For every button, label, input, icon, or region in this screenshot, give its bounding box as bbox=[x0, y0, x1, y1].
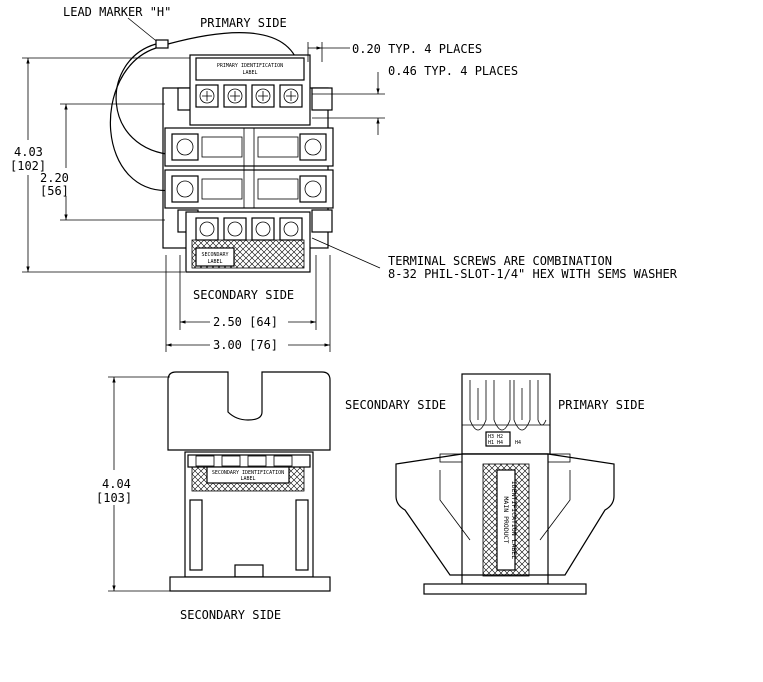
side-small-tag bbox=[485, 431, 511, 447]
right-ear-top bbox=[311, 87, 333, 111]
side-tab-left bbox=[439, 453, 463, 463]
front-secondary-side-label: SECONDARY SIDE bbox=[180, 608, 281, 622]
top-view: LEAD MARKER "H" PRIMARY SIDE PRIMARY IDE… bbox=[10, 5, 678, 352]
primary-id-label-text-2: LABEL bbox=[242, 70, 257, 76]
lead-marker-label: LEAD MARKER "H" bbox=[63, 5, 171, 19]
primary-screws bbox=[195, 84, 303, 108]
side-label-box bbox=[496, 469, 516, 571]
svg-text:3.00 [76]: 3.00 [76] bbox=[213, 338, 278, 352]
secondary-label-box bbox=[195, 247, 235, 267]
front-center-tab bbox=[234, 564, 264, 578]
dim-020: 0.20 TYP. 4 PLACES bbox=[307, 42, 482, 62]
svg-text:[56]: [56] bbox=[40, 184, 69, 198]
front-base bbox=[169, 576, 331, 592]
fuse-clips bbox=[171, 127, 327, 209]
secondary-label-text-2: LABEL bbox=[207, 259, 222, 265]
front-cover bbox=[167, 371, 331, 451]
front-label-text: SECONDARY IDENTIFICATION bbox=[212, 470, 284, 476]
dim-404: 4.04 [103] bbox=[96, 376, 170, 592]
dim-250: 2.50 [64] bbox=[179, 255, 317, 330]
svg-text:H3 H2: H3 H2 bbox=[488, 434, 503, 440]
side-fuse-clips bbox=[462, 380, 550, 431]
front-label-box bbox=[206, 466, 290, 484]
side-primary-label: PRIMARY SIDE bbox=[558, 398, 645, 412]
lead-marker-tag bbox=[155, 39, 169, 49]
svg-text:[103]: [103] bbox=[96, 491, 132, 505]
svg-text:4.04: 4.04 bbox=[102, 477, 131, 491]
svg-text:2.20: 2.20 bbox=[40, 171, 69, 185]
side-base bbox=[423, 583, 587, 595]
svg-text:H1 H4: H1 H4 bbox=[488, 440, 503, 446]
secondary-label-text: SECONDARY bbox=[201, 252, 228, 258]
primary-side-label: PRIMARY SIDE bbox=[200, 16, 287, 30]
dim-403: 4.03 [102] bbox=[10, 57, 190, 273]
secondary-screws bbox=[195, 217, 303, 241]
lead-marker-leader bbox=[127, 17, 161, 45]
side-view: SECONDARY SIDE PRIMARY SIDE H3 H2 H1 H4 … bbox=[345, 373, 645, 595]
primary-id-label bbox=[195, 57, 305, 81]
note-line-2: 8-32 PHIL-SLOT-1/4" HEX WITH SEMS WASHER bbox=[388, 267, 678, 281]
dim-220: 2.20 [56] bbox=[40, 103, 165, 221]
svg-text:0.46 TYP. 4 PLACES: 0.46 TYP. 4 PLACES bbox=[388, 64, 518, 78]
front-right-bracket bbox=[295, 499, 309, 571]
side-secondary-label: SECONDARY SIDE bbox=[345, 398, 446, 412]
lead-wire-2 bbox=[109, 47, 176, 191]
svg-text:[102]: [102] bbox=[10, 159, 46, 173]
secondary-side-label: SECONDARY SIDE bbox=[193, 288, 294, 302]
front-label-text-2: LABEL bbox=[240, 476, 255, 482]
side-tab-right bbox=[547, 453, 571, 463]
svg-text:4.03: 4.03 bbox=[14, 145, 43, 159]
primary-id-label-text: PRIMARY IDENTIFICATION bbox=[217, 63, 283, 69]
note-leader bbox=[311, 237, 381, 269]
svg-text:0.20 TYP. 4 PLACES: 0.20 TYP. 4 PLACES bbox=[352, 42, 482, 56]
svg-text:2.50 [64]: 2.50 [64] bbox=[213, 315, 278, 329]
side-label-text-1: MAIN PRODUCT bbox=[502, 497, 510, 544]
side-coil-detail-left bbox=[439, 470, 471, 541]
side-label-text-2: IDENTIFICATION LABEL bbox=[510, 481, 518, 559]
front-left-bracket bbox=[189, 499, 203, 571]
dim-046: 0.46 TYP. 4 PLACES bbox=[312, 64, 518, 135]
svg-text:H4: H4 bbox=[515, 440, 521, 446]
front-screws bbox=[195, 455, 293, 467]
right-ear-bottom bbox=[311, 209, 333, 233]
front-view: SECONDARY IDENTIFICATION LABEL 4.04 [103… bbox=[96, 371, 331, 622]
note-line-1: TERMINAL SCREWS ARE COMBINATION bbox=[388, 254, 612, 268]
dim-300: 3.00 [76] bbox=[165, 255, 331, 352]
side-coil-detail-right bbox=[539, 470, 571, 541]
